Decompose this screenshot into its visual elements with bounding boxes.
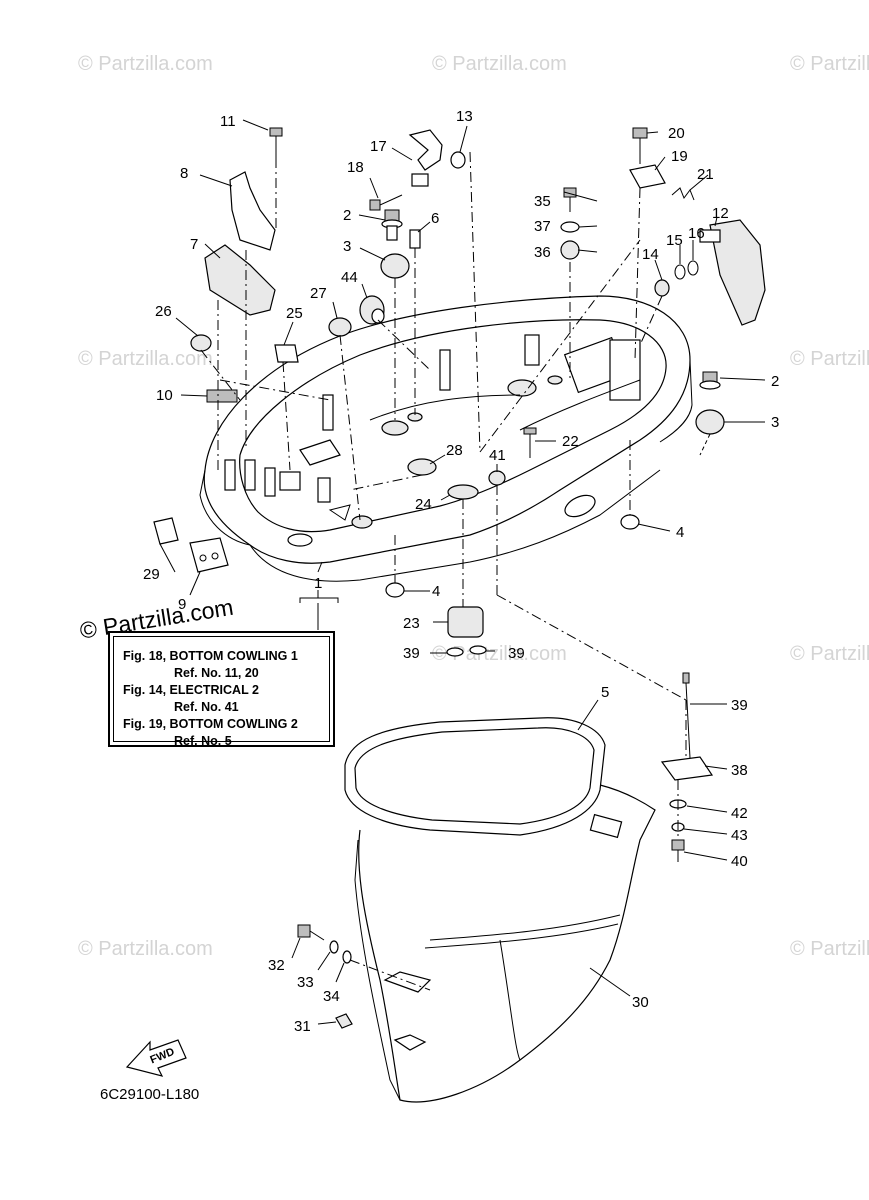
watermark: © Partzilla.com bbox=[790, 938, 869, 960]
callout-18: 18 bbox=[347, 159, 364, 176]
callout-10: 10 bbox=[156, 387, 173, 404]
callout-1: 1 bbox=[314, 575, 322, 592]
callout-2: 2 bbox=[771, 373, 779, 390]
lower-cowling bbox=[354, 784, 656, 1103]
watermark: © Partzilla.com bbox=[432, 53, 567, 75]
callout-31: 31 bbox=[294, 1018, 311, 1035]
reference-line: Fig. 14, ELECTRICAL 2 bbox=[123, 683, 259, 697]
reference-line: Fig. 19, BOTTOM COWLING 2 bbox=[123, 717, 298, 731]
callout-22: 22 bbox=[562, 433, 579, 450]
callout-27: 27 bbox=[310, 285, 327, 302]
callout-42: 42 bbox=[731, 805, 748, 822]
drawing-code: 6C29100-L180 bbox=[100, 1086, 200, 1103]
cross-reference-box: Fig. 18, BOTTOM COWLING 1 Ref. No. 11, 2… bbox=[108, 631, 335, 748]
callout-14: 14 bbox=[642, 246, 659, 263]
callout-36: 36 bbox=[534, 244, 551, 261]
callout-2: 2 bbox=[343, 207, 351, 224]
callout-38: 38 bbox=[731, 762, 748, 779]
callout-8: 8 bbox=[180, 165, 188, 182]
leader-lines bbox=[159, 119, 766, 1025]
callout-3: 3 bbox=[343, 238, 351, 255]
callout-34: 34 bbox=[323, 988, 340, 1005]
callout-5: 5 bbox=[601, 684, 609, 701]
callout-16: 16 bbox=[688, 225, 705, 242]
callout-13: 13 bbox=[456, 108, 473, 125]
callout-40: 40 bbox=[731, 853, 748, 870]
callout-44: 44 bbox=[341, 269, 358, 286]
callout-20: 20 bbox=[668, 125, 685, 142]
callout-21: 21 bbox=[697, 166, 714, 183]
callout-4: 4 bbox=[432, 583, 440, 600]
watermark: © Partzilla.com bbox=[78, 53, 213, 75]
callout-24: 24 bbox=[415, 496, 432, 513]
callout-19: 19 bbox=[671, 148, 688, 165]
callout-33: 33 bbox=[297, 974, 314, 991]
reference-line: Ref. No. 11, 20 bbox=[174, 666, 259, 680]
small-parts bbox=[153, 127, 766, 1029]
callout-25: 25 bbox=[286, 305, 303, 322]
watermark: © Partzilla.com bbox=[790, 53, 869, 75]
watermark: © Partzilla.com bbox=[78, 938, 213, 960]
callout-43: 43 bbox=[731, 827, 748, 844]
callout-23: 23 bbox=[403, 615, 420, 632]
callout-29: 29 bbox=[143, 566, 160, 583]
callout-7: 7 bbox=[190, 236, 198, 253]
callout-39: 39 bbox=[403, 645, 420, 662]
callout-39: 39 bbox=[508, 645, 525, 662]
callout-26: 26 bbox=[155, 303, 172, 320]
callout-35: 35 bbox=[534, 193, 551, 210]
callout-37: 37 bbox=[534, 218, 551, 235]
watermark: © Partzilla.com bbox=[790, 643, 869, 665]
callout-6: 6 bbox=[431, 210, 439, 227]
reference-line: Fig. 18, BOTTOM COWLING 1 bbox=[123, 649, 298, 663]
watermark: © Partzilla.com bbox=[78, 348, 213, 370]
reference-line: Ref. No. 41 bbox=[174, 700, 239, 714]
callout-32: 32 bbox=[268, 957, 285, 974]
cowling-seal bbox=[344, 717, 606, 836]
callout-4: 4 bbox=[676, 524, 684, 541]
callout-17: 17 bbox=[370, 138, 387, 155]
callout-12: 12 bbox=[712, 205, 729, 222]
callout-9: 9 bbox=[178, 596, 186, 613]
callout-15: 15 bbox=[666, 232, 683, 249]
callout-28: 28 bbox=[446, 442, 463, 459]
callout-41: 41 bbox=[489, 447, 506, 464]
watermark: © Partzilla.com bbox=[432, 643, 567, 665]
bottom-cowling-tray bbox=[199, 295, 693, 582]
callout-30: 30 bbox=[632, 994, 649, 1011]
watermark: © Partzilla.com bbox=[790, 348, 869, 370]
callout-39: 39 bbox=[731, 697, 748, 714]
callout-3: 3 bbox=[771, 414, 779, 431]
fwd-arrow: FWD bbox=[125, 1039, 187, 1077]
reference-line: Ref. No. 5 bbox=[174, 734, 232, 748]
center-lines bbox=[200, 151, 711, 991]
callout-labels: 11 8 7 26 25 10 13 17 18 2 6 3 44 27 20 … bbox=[143, 108, 779, 1035]
callout-11: 11 bbox=[220, 113, 236, 130]
